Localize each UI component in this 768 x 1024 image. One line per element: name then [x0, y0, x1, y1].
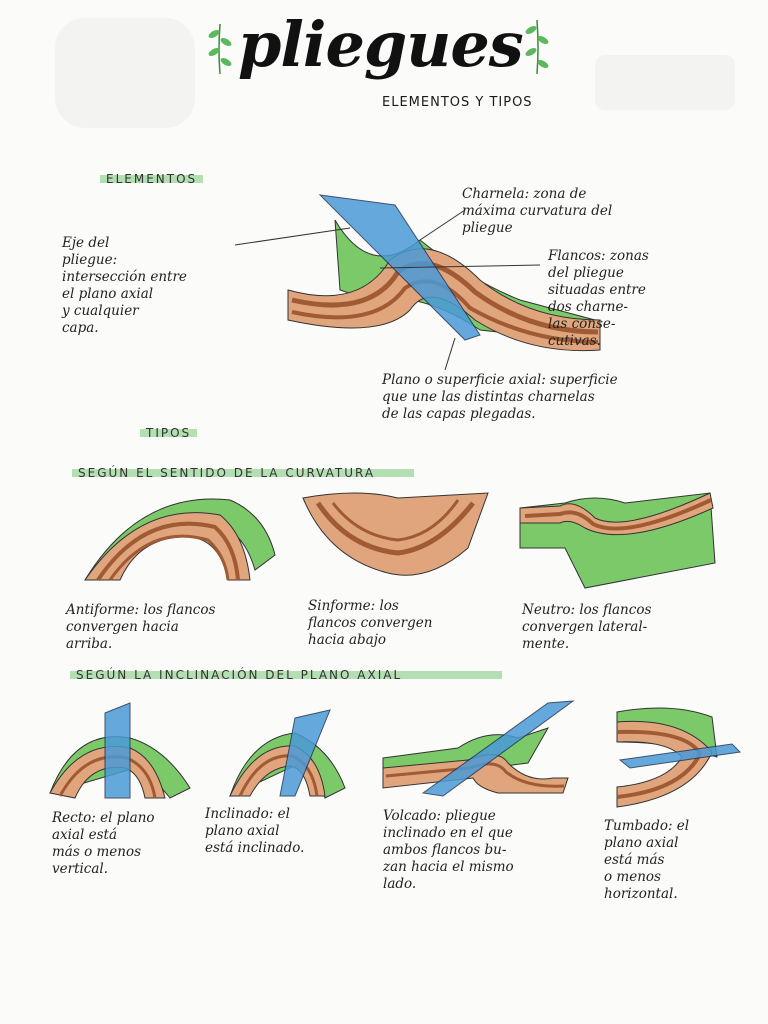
label-eje: Eje del pliegue: intersección entre el p…	[62, 235, 187, 336]
volcado-fold-diagram	[382, 700, 575, 797]
synform-diagram	[302, 492, 489, 576]
bleed-through-shadow	[55, 18, 195, 128]
label-tumbado: Tumbado: el plano axial está más o menos…	[604, 818, 690, 902]
label-inclinado: Inclinado: el plano axial está inclinado…	[205, 806, 305, 856]
antiform-diagram	[84, 498, 276, 582]
section-heading-elementos: ELEMENTOS	[100, 172, 204, 186]
label-plano: Plano o superficie axial: superficie que…	[382, 372, 618, 422]
neutral-fold-diagram	[519, 492, 716, 589]
leaf-left-icon	[208, 23, 232, 75]
recto-fold-diagram	[49, 702, 191, 799]
inclinado-fold-diagram	[229, 709, 346, 799]
label-recto: Recto: el plano axial está más o menos v…	[52, 810, 155, 877]
label-antiforme: Antiforme: los flancos convergen hacia a…	[66, 602, 216, 652]
label-volcado: Volcado: pliegue inclinado en el que amb…	[383, 808, 514, 892]
bleed-through-shadow-right	[595, 55, 735, 110]
label-sinforme: Sinforme: los flancos convergen hacia ab…	[308, 598, 433, 648]
main-fold-diagram	[234, 194, 601, 370]
label-flancos: Flancos: zonas del pliegue situadas entr…	[548, 248, 649, 349]
section-heading-tipos: TIPOS	[140, 426, 198, 440]
label-charnela: Charnela: zona de máxima curvatura del p…	[462, 186, 613, 236]
section-heading-inclinacion: SEGÚN LA INCLINACIÓN DEL PLANO AXIAL	[70, 668, 502, 682]
tumbado-fold-diagram	[616, 707, 742, 808]
page-subtitle: ELEMENTOS Y TIPOS	[382, 95, 533, 110]
leaf-right-icon	[525, 19, 549, 75]
page-title: pliegues	[238, 8, 524, 81]
label-neutro: Neutro: los flancos convergen lateral- m…	[522, 602, 652, 652]
section-heading-curvatura: SEGÚN EL SENTIDO DE LA CURVATURA	[72, 466, 414, 480]
